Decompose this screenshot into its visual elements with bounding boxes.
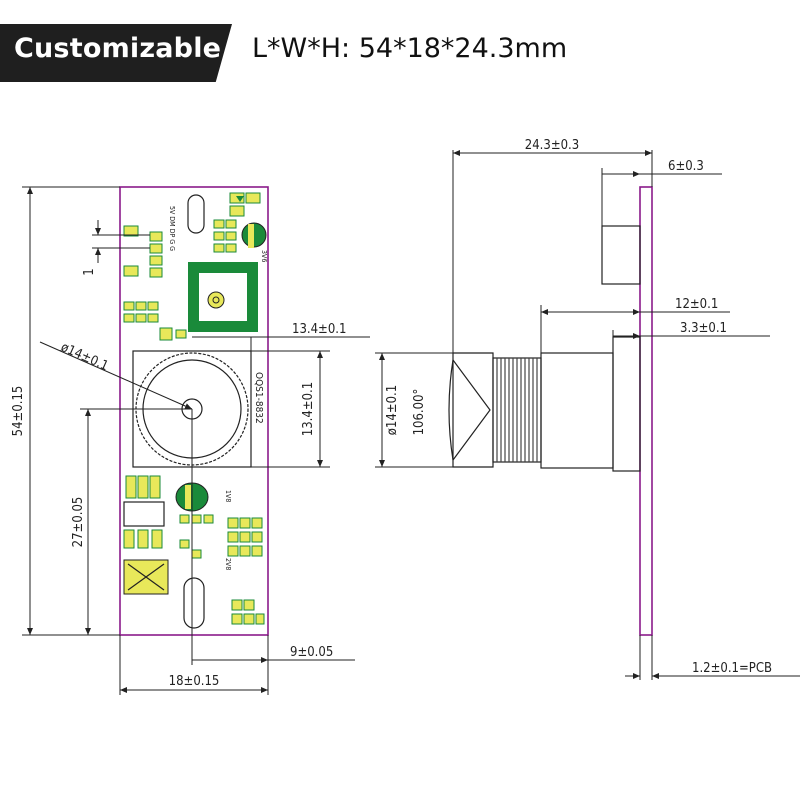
dim-holder-width: 13.4±0.1 xyxy=(292,322,346,337)
side-pcb-outline xyxy=(639,186,653,636)
board-text-top: 5V DM DP G G xyxy=(168,206,176,251)
bottom-components: 1V8 2V8 xyxy=(123,475,265,629)
dimensions-text: L*W*H: 54*18*24.3mm xyxy=(252,33,568,64)
dim-depth-total: 24.3±0.3 xyxy=(525,138,579,153)
side-lens-front xyxy=(448,352,494,468)
dim-holder-height: 13.4±0.1 xyxy=(301,382,316,436)
dim-lens-diameter-front: ø14±0.1 xyxy=(58,340,110,374)
side-top-component xyxy=(601,225,641,285)
board-text-mark-3: 2V8 xyxy=(224,558,232,570)
left-pads xyxy=(123,301,187,341)
side-holder-base xyxy=(612,336,641,472)
dim-width-total: 18±0.15 xyxy=(169,674,220,689)
front-view: 5V DM DP G G 3V6 xyxy=(11,186,370,695)
dim-lens-center-height: 27±0.05 xyxy=(71,497,86,548)
dim-holder-length: 3.3±0.1 xyxy=(680,321,727,336)
dim-field-of-view: 106.00° xyxy=(412,389,427,436)
dim-pcb-thickness: 1.2±0.1=PCB xyxy=(692,661,772,676)
dim-lens-length: 12±0.1 xyxy=(675,297,718,312)
side-lens-thread xyxy=(492,357,542,463)
side-holder-barrel xyxy=(540,352,614,469)
board-text-mark-2: 1V8 xyxy=(224,490,232,502)
dim-lens-center-offset: 9±0.05 xyxy=(290,645,333,660)
customizable-badge: Customizable xyxy=(0,24,232,82)
badge-label: Customizable xyxy=(14,33,222,64)
dim-connector-pitch: 1 xyxy=(82,268,97,275)
top-connector: 5V DM DP G G 3V6 xyxy=(123,192,268,278)
board-text-mark-1: 3V6 xyxy=(260,250,268,262)
board-text-model: OQS1-8832 xyxy=(253,372,264,424)
dim-lens-diameter-side: ø14±0.1 xyxy=(385,385,400,435)
front-pcb-outline xyxy=(119,186,269,636)
dim-height-total: 54±0.15 xyxy=(11,386,26,437)
side-view: 24.3±0.3 6±0.3 12±0.1 3.3±0.1 ø14±0.1 10… xyxy=(375,138,800,680)
header: Customizable L*W*H: 54*18*24.3mm xyxy=(0,0,800,100)
sensor-chip xyxy=(188,262,258,332)
dim-component-height: 6±0.3 xyxy=(668,159,704,174)
